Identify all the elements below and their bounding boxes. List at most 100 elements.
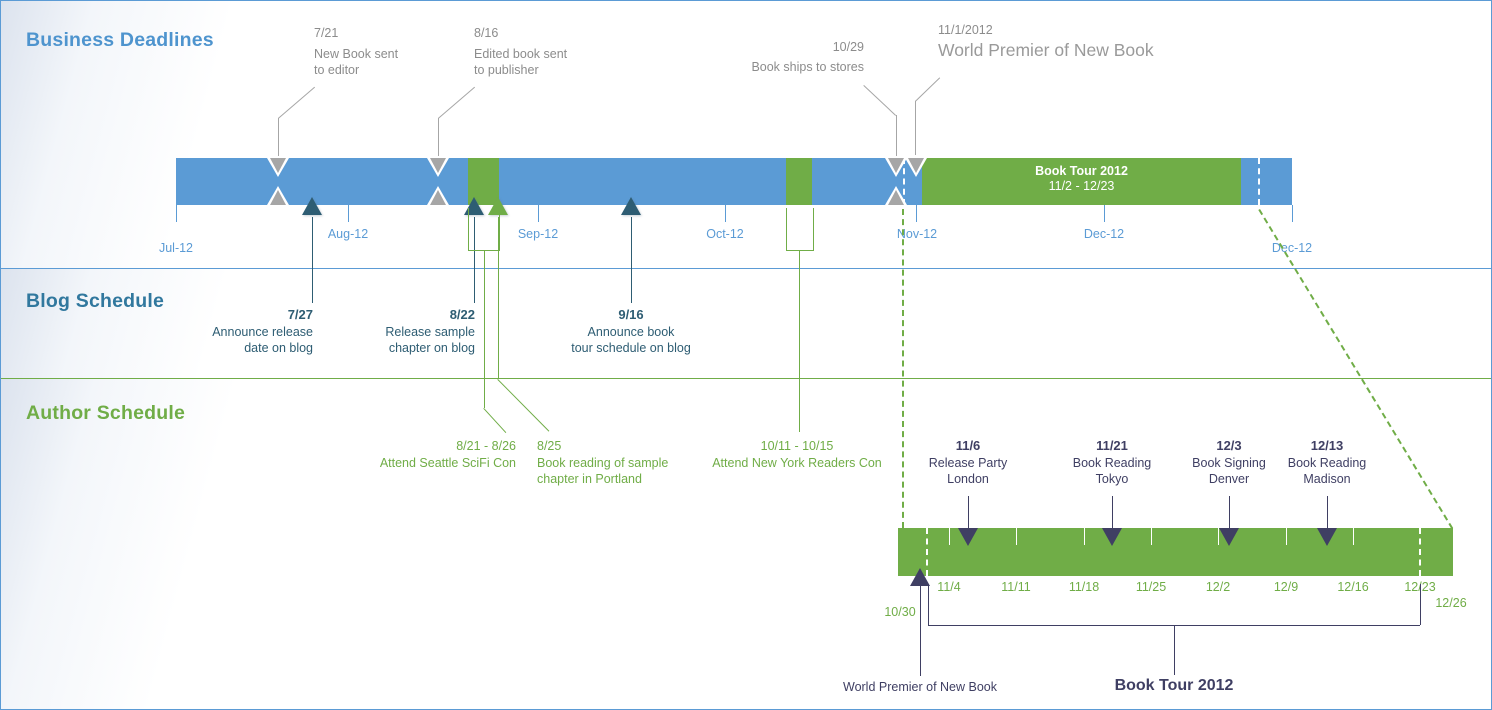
connector-line [484, 250, 485, 408]
milestone-text: New Book sent [314, 46, 399, 61]
milestone-label-10-29: 10/29 Book ships to stores [664, 39, 864, 75]
author-event-text: Attend New York Readers Con [712, 455, 882, 470]
tour-event-text: Book Signing [1192, 455, 1266, 470]
milestone-text: to publisher [474, 63, 539, 77]
tour-axis-label: 12/2 [1205, 580, 1231, 594]
blog-milestone-date: 7/27 [287, 307, 313, 322]
blog-milestone-label-7-27: 7/27 Announce release date on blog [113, 307, 313, 357]
axis-label-dec: Dec-12 [1083, 227, 1125, 241]
blog-milestone-marker-icon [302, 197, 322, 215]
axis-label-jul: Jul-12 [158, 241, 194, 255]
milestone-date: 8/16 [474, 26, 499, 40]
tour-event-date: 12/13 [1310, 438, 1344, 453]
milestone-label-8-16: 8/16 Edited book sent to publisher [474, 25, 567, 79]
premier-arrow-icon [910, 568, 930, 586]
range-bracket [786, 208, 814, 251]
premier-label: World Premier of New Book [843, 680, 997, 694]
tour-week-tick [1084, 528, 1085, 545]
connector-line [498, 217, 499, 379]
connector-line [968, 496, 969, 528]
author-event-label-newyork: 10/11 - 10/15 Attend New York Readers Co… [697, 438, 897, 471]
tour-week-tick [1151, 528, 1152, 545]
book-tour-bar-caption: Book Tour 2012 11/2 - 12/23 [922, 164, 1241, 194]
axis-tick-nov [916, 205, 917, 222]
tour-week-tick [1218, 528, 1219, 545]
tour-event-text: Book Reading [1072, 455, 1152, 470]
milestone-marker-icon [270, 158, 286, 173]
author-event-text: Attend Seattle SciFi Con [379, 455, 516, 470]
axis-label-oct: Oct-12 [706, 227, 744, 241]
tour-event-text: Denver [1208, 472, 1250, 486]
connector-line [1112, 496, 1113, 528]
axis-label-aug: Aug-12 [327, 227, 369, 241]
business-deadlines-title: Business Deadlines [26, 29, 214, 51]
tour-axis-label: 12/9 [1273, 580, 1299, 594]
zoom-end-dashed-line [1258, 158, 1260, 205]
milestone-label-7-21: 7/21 New Book sent to editor [314, 25, 398, 79]
connector-line [1229, 496, 1230, 528]
connector-line [278, 118, 279, 156]
author-event-date: 8/21 - 8/26 [456, 439, 516, 453]
range-bracket [468, 208, 500, 251]
blog-milestone-text: Announce book [587, 324, 675, 339]
axis-tick-sep [538, 205, 539, 222]
blog-milestone-text: Release sample [385, 324, 475, 339]
blog-milestone-text: Announce release [212, 324, 313, 339]
blog-milestone-text: tour schedule on blog [571, 341, 691, 355]
milestone-date: 10/29 [832, 40, 864, 54]
axis-tick-dec-end [1292, 205, 1293, 222]
tour-event-text: Tokyo [1095, 472, 1129, 486]
tour-event-date: 12/3 [1216, 438, 1242, 453]
connector-line [438, 118, 439, 156]
blog-schedule-title: Blog Schedule [26, 290, 165, 312]
tour-event-label-madison: 12/13 Book Reading Madison [1257, 438, 1397, 488]
tour-week-tick [1353, 528, 1354, 545]
tour-week-tick [949, 528, 950, 545]
bracket-line [1420, 584, 1421, 625]
axis-tick-oct [725, 205, 726, 222]
blog-milestone-date: 9/16 [618, 307, 644, 322]
tour-event-label-tokyo: 11/21 Book Reading Tokyo [1042, 438, 1182, 488]
author-event-text: Book reading of sample [537, 455, 669, 470]
tour-event-text: London [947, 472, 989, 486]
tour-event-date: 11/6 [955, 438, 981, 453]
milestone-marker-icon [888, 158, 904, 173]
author-schedule-title: Author Schedule [26, 402, 186, 424]
bracket-line [928, 584, 929, 625]
zoom-connector-line [902, 209, 904, 528]
section-blog-schedule [1, 269, 1491, 378]
author-event-date: 10/11 - 10/15 [760, 439, 834, 453]
book-tour-zoom-bar [898, 528, 1453, 576]
milestone-text: World Premier of New Book [938, 39, 1154, 60]
milestone-date: 7/21 [314, 26, 339, 40]
axis-tick-jul [176, 205, 177, 222]
tour-event-text: Book Reading [1287, 455, 1367, 470]
blog-milestone-label-8-22: 8/22 Release sample chapter on blog [275, 307, 475, 357]
divider-green [1, 378, 1491, 379]
milestone-text: Edited book sent [474, 46, 568, 61]
tour-week-tick [1286, 528, 1287, 545]
connector-line [799, 250, 800, 432]
tour-axis-label: 12/16 [1337, 580, 1369, 594]
connector-line [312, 217, 313, 303]
book-tour-bar-segment [922, 158, 1241, 205]
milestone-label-11-1: 11/1/2012 World Premier of New Book [938, 22, 1154, 58]
milestone-date: 11/1/2012 [938, 23, 993, 37]
section-business-deadlines [1, 1, 1491, 268]
divider-blue [1, 268, 1491, 269]
blog-milestone-marker-icon [464, 197, 484, 215]
connector-line [474, 217, 475, 303]
tour-axis-label: 11/4 [937, 580, 961, 594]
tour-end-dashed-line [1419, 528, 1421, 576]
book-tour-bar-caption-line2: 11/2 - 12/23 [1048, 179, 1115, 193]
blog-milestone-date: 8/22 [449, 307, 475, 322]
milestone-marker-icon [430, 158, 446, 173]
author-event-text: chapter in Portland [537, 472, 642, 486]
tour-axis-label: 11/25 [1135, 580, 1167, 594]
tour-event-arrow-icon [1219, 528, 1239, 546]
milestone-marker-icon [430, 190, 446, 205]
tour-event-arrow-icon [958, 528, 978, 546]
book-tour-2012-label: Book Tour 2012 [1114, 677, 1234, 694]
blog-milestone-text: date on blog [244, 341, 313, 355]
